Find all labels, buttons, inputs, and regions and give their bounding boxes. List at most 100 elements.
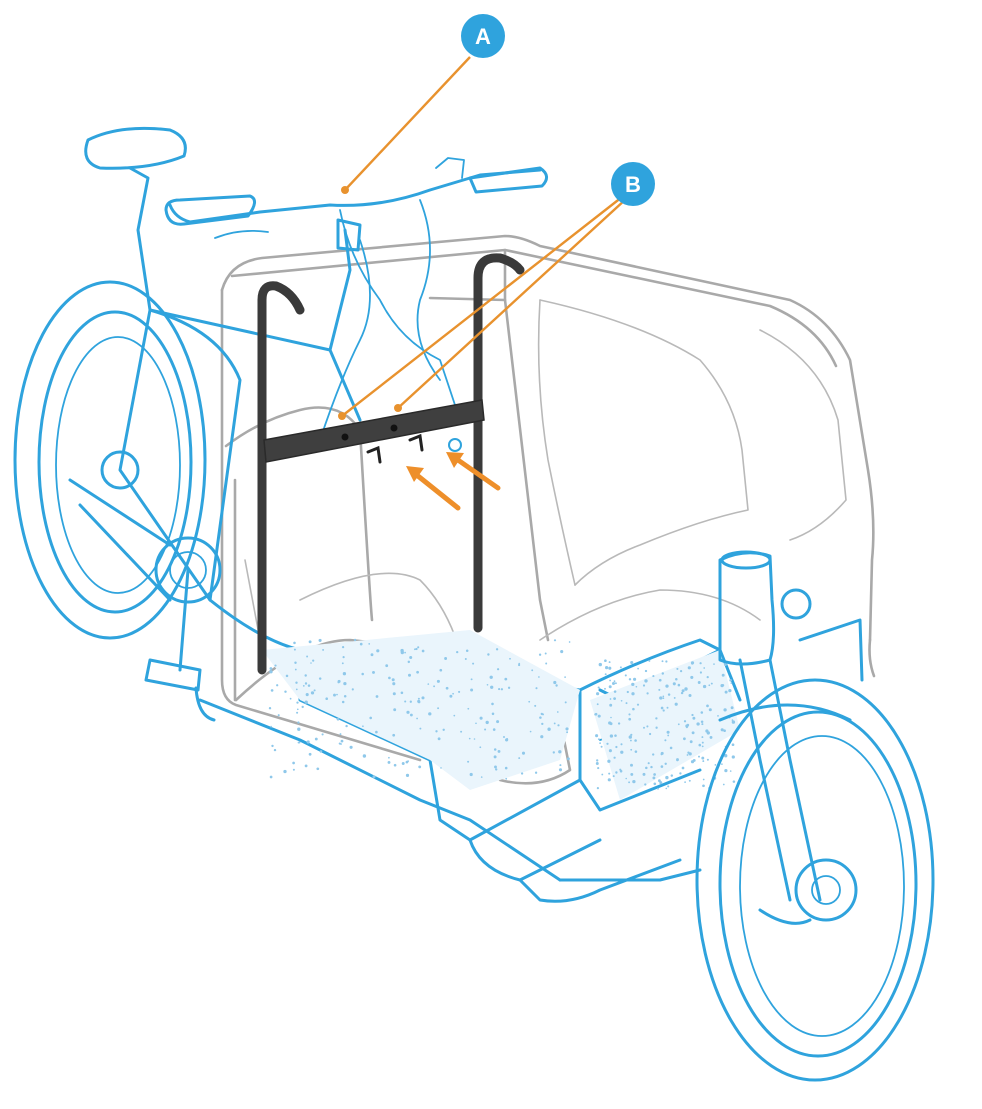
floor-speckle xyxy=(385,664,389,668)
floor-speckle xyxy=(553,722,556,725)
floor-speckle xyxy=(392,733,396,737)
floor-speckle xyxy=(558,768,563,772)
floor-speckle xyxy=(417,697,420,700)
floor-speckle xyxy=(293,641,296,645)
floor-speckle xyxy=(325,697,329,700)
floor-speckle xyxy=(270,689,274,692)
floor-speckle xyxy=(274,664,277,667)
floor-speckle xyxy=(644,783,647,786)
floor-speckle xyxy=(557,724,560,727)
floor-speckle xyxy=(667,734,670,737)
floor-speckle xyxy=(553,639,557,642)
floor-speckle xyxy=(710,682,713,685)
floor-speckle xyxy=(646,692,649,695)
floor-speckle xyxy=(421,696,425,700)
floor-speckle xyxy=(632,779,636,784)
floor-speckle xyxy=(487,653,490,656)
floor-speckle xyxy=(655,726,658,729)
floor-speckle xyxy=(628,717,632,721)
cross-bar xyxy=(263,399,485,463)
floor-speckle xyxy=(703,667,706,669)
floor-speckle xyxy=(601,773,604,776)
floor-speckle xyxy=(699,662,702,665)
floor-speckle xyxy=(413,648,416,651)
floor-speckle xyxy=(400,648,404,653)
floor-speckle xyxy=(614,682,617,685)
floor-speckle xyxy=(723,662,727,666)
callout-a-line xyxy=(344,56,471,191)
floor-speckle xyxy=(520,772,524,775)
floor-speckle xyxy=(676,759,679,762)
floor-speckle xyxy=(490,685,494,689)
floor-speckle xyxy=(628,678,632,681)
floor-speckle xyxy=(630,733,633,736)
floor-speckle xyxy=(416,670,419,674)
floor-speckle xyxy=(687,666,691,670)
floor-speckle xyxy=(401,762,405,765)
floor-speckle xyxy=(503,736,505,738)
floor-speckle xyxy=(665,684,669,688)
floor-speckle xyxy=(652,675,655,678)
floor-speckle xyxy=(729,678,732,682)
floor-speckle xyxy=(302,685,305,687)
floor-speckle xyxy=(500,688,504,691)
floor-speckle xyxy=(298,741,301,744)
floor-speckle xyxy=(596,703,599,706)
floor-speckle xyxy=(316,767,320,771)
floor-speckle xyxy=(617,722,621,725)
floor-speckle xyxy=(470,688,474,692)
floor-speckle xyxy=(392,692,396,696)
floor-speckle xyxy=(517,663,521,667)
floor-speckle xyxy=(724,754,728,758)
floor-speckle xyxy=(642,772,646,776)
floor-speckle xyxy=(652,776,656,780)
floor-speckle xyxy=(376,649,380,653)
floor-speckle xyxy=(611,681,616,686)
floor-speckle xyxy=(319,750,323,753)
floor-speckle xyxy=(392,682,396,686)
floor-speckle xyxy=(604,687,606,690)
floor-speckle xyxy=(653,773,656,776)
floor-speckle xyxy=(407,760,409,763)
floor-speckle xyxy=(269,667,273,670)
floor-speckle xyxy=(534,771,538,774)
floor-speckle xyxy=(613,697,616,700)
floor-speckle xyxy=(685,724,689,728)
floor-speckle xyxy=(608,666,612,670)
floor-speckle xyxy=(628,713,631,716)
floor-speckle xyxy=(538,653,542,656)
floor-speckle xyxy=(669,746,673,750)
floor-speckle xyxy=(496,668,500,671)
floor-speckle xyxy=(702,778,705,781)
floor-speckle xyxy=(338,742,341,745)
floor-speckle xyxy=(368,643,371,645)
floor-speckle xyxy=(439,668,443,672)
floor-speckle xyxy=(672,682,676,686)
floor-speckle xyxy=(699,671,702,674)
floor-speckle xyxy=(626,690,629,694)
floor-speckle xyxy=(505,777,508,780)
floor-speckle xyxy=(388,676,391,680)
floor-speckle xyxy=(666,730,670,734)
floor-speckle xyxy=(277,714,280,717)
floor-speckle xyxy=(606,742,609,745)
floor-speckle xyxy=(631,692,635,696)
floor-speckle xyxy=(353,638,357,642)
floor-speckle xyxy=(696,722,700,726)
floor-speckle xyxy=(615,745,618,749)
floor-speckle xyxy=(724,769,728,773)
floor-speckle xyxy=(596,759,599,762)
floor-speckle xyxy=(625,702,628,705)
floor-speckle xyxy=(518,757,521,760)
floor-speckle xyxy=(706,675,709,679)
floor-speckle xyxy=(475,722,477,725)
floor-speckle xyxy=(467,707,470,710)
floor-speckle xyxy=(269,775,273,779)
floor-speckle xyxy=(662,697,665,700)
floor-speckle xyxy=(634,739,637,742)
floor-speckle xyxy=(731,743,735,747)
floor-speckle xyxy=(673,696,676,699)
floor-speckle xyxy=(479,716,483,720)
floor-speckle xyxy=(700,720,704,723)
drive-train xyxy=(68,478,562,882)
